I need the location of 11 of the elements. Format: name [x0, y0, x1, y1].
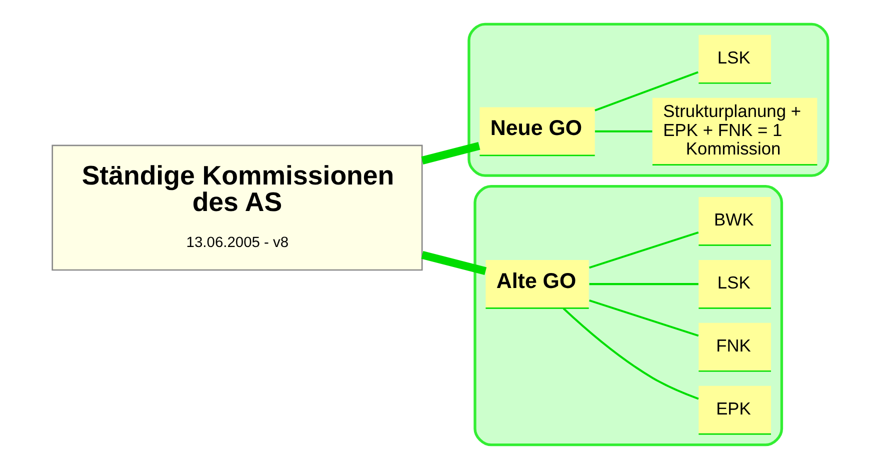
node-box: Ständige Kommissionen des AS 13.06.2005 - v8 — [52, 144, 423, 271]
cluster — [468, 22, 830, 177]
connector — [421, 142, 480, 164]
connector — [588, 299, 699, 337]
connector — [594, 71, 698, 112]
connector — [589, 283, 698, 286]
connector — [594, 130, 652, 132]
connector — [562, 308, 699, 400]
connector — [588, 231, 699, 269]
connector — [421, 250, 487, 276]
cluster — [474, 184, 784, 446]
